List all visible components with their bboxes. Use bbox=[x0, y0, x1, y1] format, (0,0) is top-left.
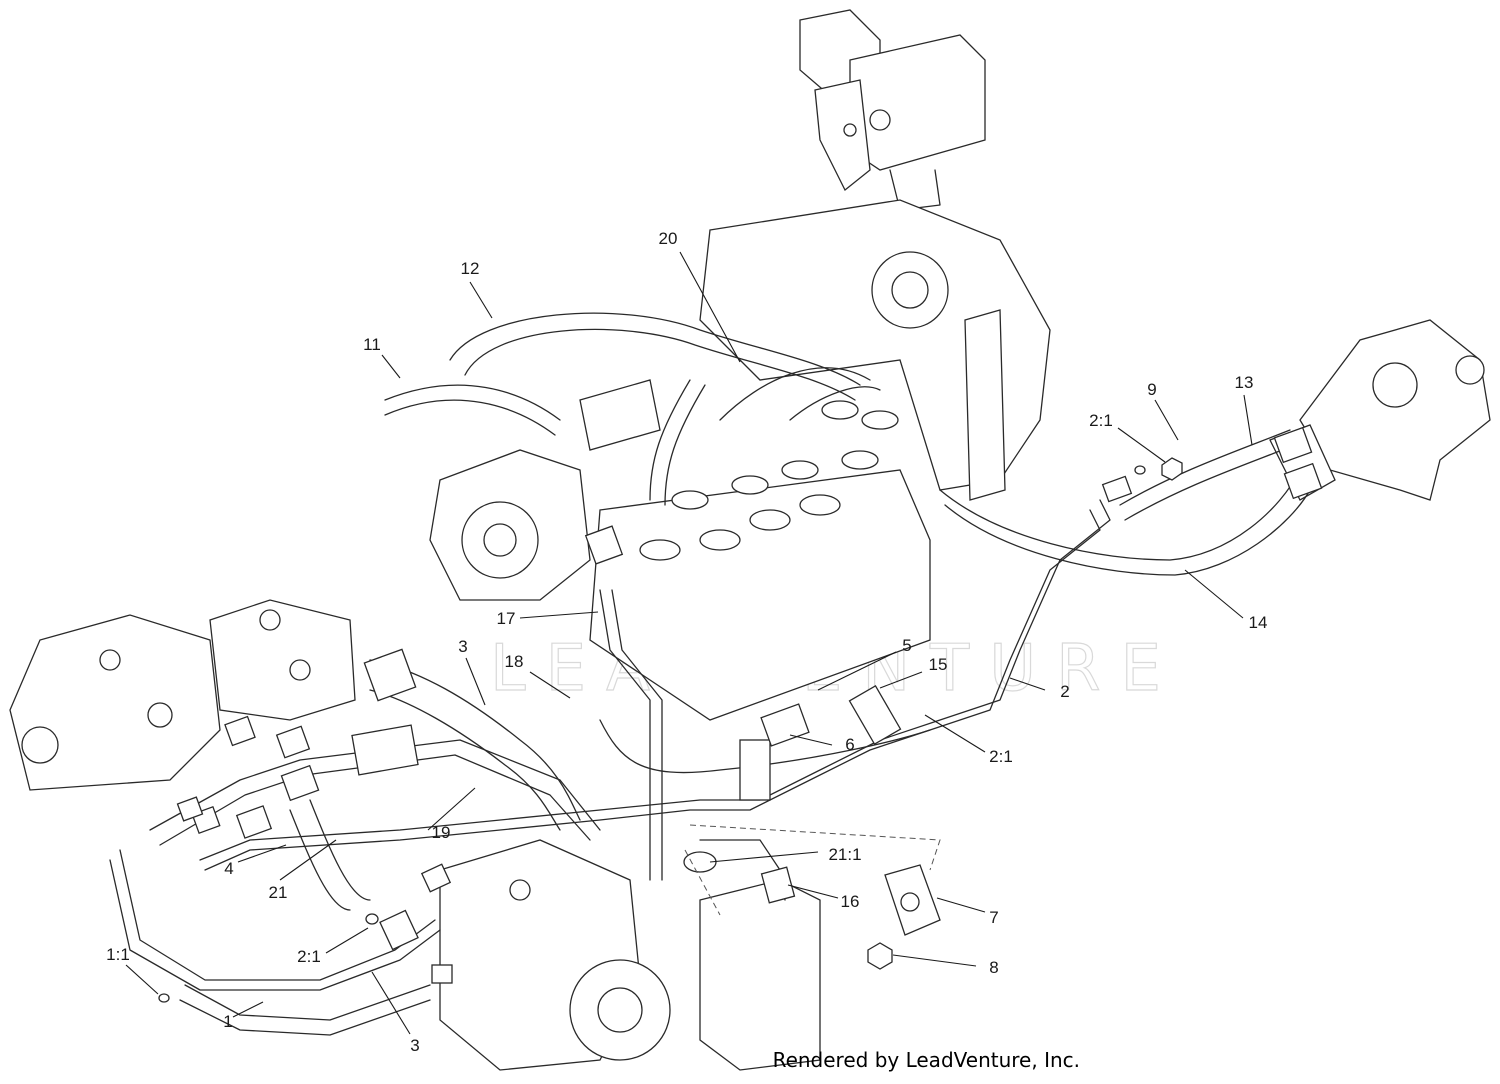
hoses bbox=[289, 312, 1311, 911]
footer-credit: Rendered by LeadVenture, Inc. bbox=[772, 1048, 1080, 1072]
label-12: 12 bbox=[461, 259, 480, 278]
label-5: 5 bbox=[902, 636, 911, 655]
label-1-1: 1:1 bbox=[106, 945, 130, 964]
label-1: 1 bbox=[223, 1012, 232, 1031]
label-2: 2 bbox=[1060, 682, 1069, 701]
label-17: 17 bbox=[497, 609, 516, 628]
label-3-upper: 3 bbox=[458, 637, 467, 656]
mount-bracket bbox=[684, 824, 941, 970]
leader-lines bbox=[125, 251, 1253, 1035]
label-7: 7 bbox=[989, 908, 998, 927]
label-3-lower: 3 bbox=[410, 1036, 419, 1055]
label-19: 19 bbox=[432, 823, 451, 842]
label-21-1: 21:1 bbox=[828, 845, 861, 864]
label-4: 4 bbox=[224, 859, 233, 878]
label-15: 15 bbox=[929, 655, 948, 674]
hydraulic-assembly-drawing bbox=[9, 9, 1491, 1071]
label-13: 13 bbox=[1235, 373, 1254, 392]
label-2-1-lower: 2:1 bbox=[297, 947, 321, 966]
label-16: 16 bbox=[841, 892, 860, 911]
left-valve-assembly bbox=[9, 599, 356, 791]
label-21: 21 bbox=[269, 883, 288, 902]
label-18: 18 bbox=[505, 652, 524, 671]
lower-pump bbox=[439, 839, 821, 1071]
control-valve-stack bbox=[589, 199, 1051, 721]
label-9: 9 bbox=[1147, 380, 1156, 399]
fittings bbox=[158, 426, 1323, 1003]
valve-cartridges bbox=[639, 400, 899, 561]
label-2-1-upper: 2:1 bbox=[1089, 411, 1113, 430]
label-14: 14 bbox=[1249, 613, 1268, 632]
upper-valve-block bbox=[799, 9, 986, 211]
label-8: 8 bbox=[989, 958, 998, 977]
part-labels: 12 20 11 9 13 2:1 17 14 3 5 18 15 2 6 2:… bbox=[106, 229, 1267, 1055]
label-2-1-middle: 2:1 bbox=[989, 747, 1013, 766]
label-11: 11 bbox=[363, 335, 381, 354]
label-6: 6 bbox=[845, 735, 854, 754]
label-20: 20 bbox=[659, 229, 678, 248]
gear-pump bbox=[429, 379, 661, 601]
